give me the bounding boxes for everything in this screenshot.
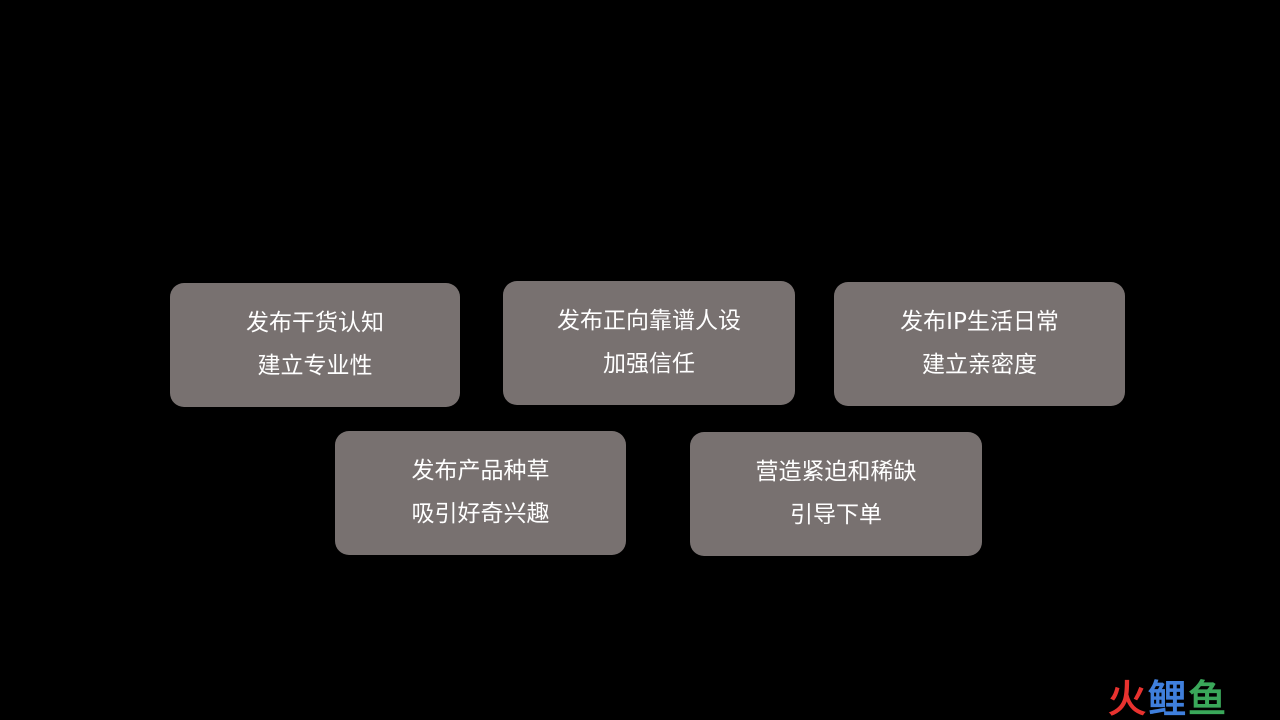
strategy-card-intimacy: 发布IP生活日常 建立亲密度 [834,282,1125,406]
card-subtitle: 建立专业性 [257,353,373,379]
strategy-card-conversion: 营造紧迫和稀缺 引导下单 [690,432,982,556]
strategy-card-expertise: 发布干货认知 建立专业性 [170,283,460,407]
card-subtitle: 建立亲密度 [922,352,1037,378]
card-title: 发布产品种草 [411,458,550,484]
card-title: 发布正向靠谱人设 [557,308,741,334]
card-title: 营造紧迫和稀缺 [755,459,917,485]
card-subtitle: 吸引好奇兴趣 [411,501,550,527]
strategy-card-curiosity: 发布产品种草 吸引好奇兴趣 [335,431,626,555]
logo-char-fire: 火 [1108,676,1149,720]
logo-char-fish: 鱼 [1188,676,1229,720]
brand-logo: 火 鲤 鱼 [1108,672,1228,720]
card-title: 发布干货认知 [246,310,384,336]
card-title: 发布IP生活日常 [900,309,1059,335]
strategy-card-trust: 发布正向靠谱人设 加强信任 [503,281,795,405]
card-subtitle: 加强信任 [603,351,695,377]
logo-char-carp: 鲤 [1148,676,1189,720]
card-subtitle: 引导下单 [790,502,882,528]
